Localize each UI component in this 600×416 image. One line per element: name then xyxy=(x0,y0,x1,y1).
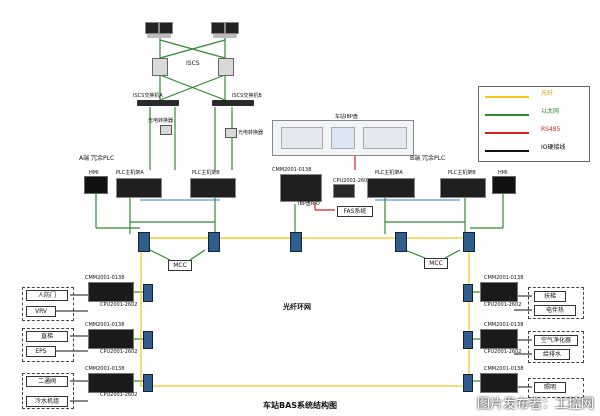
converter-b-label: 光电转换器 xyxy=(238,130,264,136)
right-unit-3-model: CMM2001-0138 xyxy=(484,366,524,372)
iscs-switch-b xyxy=(212,100,254,106)
left-unit-1-model: CMM2001-0138 xyxy=(85,275,125,281)
workstation-right-icon xyxy=(211,22,239,40)
left-unit-1-cpu: CPU2001-2602 xyxy=(100,302,138,308)
mcc-right-box: MCC xyxy=(424,258,448,269)
right-unit-1-device-group xyxy=(528,287,584,319)
ring-switch xyxy=(143,374,153,392)
right-unit-2-dev2: 给排水 xyxy=(534,349,570,360)
left-unit-2-device-group xyxy=(22,328,74,362)
converter-b-icon xyxy=(225,128,237,138)
left-unit-3-model: CMM2001-0138 xyxy=(85,366,125,372)
workstation-left-icon xyxy=(145,22,173,40)
right-unit-1-dev1: 扶梯 xyxy=(534,291,566,302)
iscs-switch-b-label: ISCS交换机B xyxy=(232,93,262,99)
right-unit-2-cpu: CPU2001-2602 xyxy=(484,349,522,355)
converter-a-label: 光电转换器 xyxy=(148,118,174,124)
left-unit-3-dev1: 二通阀 xyxy=(26,376,68,387)
ring-switch xyxy=(463,232,475,252)
right-unit-2-model: CMM2001-0138 xyxy=(484,322,524,328)
plc-a-right-label: PLC主机架A xyxy=(375,170,403,176)
hmi-right-label: HMI xyxy=(498,170,508,176)
right-unit-2-dev1: 空气净化器 xyxy=(534,335,578,346)
right-unit-1-dev2: 电伴热 xyxy=(534,305,576,316)
legend: 光纤 以太网 RS485 IO硬接线 xyxy=(478,86,590,162)
right-unit-3-dev1: 照明 xyxy=(534,382,566,393)
left-unit-2-dev2: EPS xyxy=(26,346,56,357)
legend-item-io: IO硬接线 xyxy=(479,141,589,159)
right-unit-1-cpu: CPU2001-2602 xyxy=(484,302,522,308)
left-unit-2-rack xyxy=(88,329,134,349)
ibp-label: IBP盘RIO xyxy=(298,201,320,207)
left-unit-1-dev1: 人防门 xyxy=(26,290,68,301)
ring-switch xyxy=(143,331,153,349)
ibp-panel xyxy=(272,120,414,156)
ring-switch xyxy=(463,374,473,392)
left-unit-2-cpu: CPU2001-2602 xyxy=(100,349,138,355)
ring-switch xyxy=(395,232,407,252)
a-plc-label: A端 冗余PLC xyxy=(79,155,115,162)
ibp-rack xyxy=(280,174,322,202)
ibp-station-label: 车站IBP盘 xyxy=(335,114,358,120)
ring-switch xyxy=(138,232,150,252)
right-unit-1-rack xyxy=(480,282,518,302)
ibp-cpu-label: CPU2001-2602 xyxy=(333,178,371,184)
ring-switch xyxy=(143,284,153,302)
left-unit-1-dev2: VRV xyxy=(26,306,56,317)
plc-b-left-label: PLC主机架B xyxy=(192,170,220,176)
left-unit-2-dev1: 直梯 xyxy=(26,331,68,342)
fiber-ring-label: 光纤环网 xyxy=(283,303,311,311)
ring-switch xyxy=(463,331,473,349)
plc-rack-a-right xyxy=(367,178,415,198)
right-unit-2-device-group xyxy=(528,331,584,363)
left-unit-2-model: CMM2001-0138 xyxy=(85,322,125,328)
left-unit-3-device-group xyxy=(22,373,74,409)
legend-item-fiber: 光纤 xyxy=(479,87,589,105)
mcc-left-box: MCC xyxy=(168,260,192,271)
b-plc-label: B端 冗余PLC xyxy=(410,155,446,162)
left-unit-1-rack xyxy=(88,282,134,302)
left-unit-1-device-group xyxy=(22,287,74,321)
ibp-model-label: CMM2001-0138 xyxy=(272,167,312,173)
ring-switch xyxy=(463,284,473,302)
legend-item-ethernet: 以太网 xyxy=(479,105,589,123)
plc-rack-b-right xyxy=(440,178,486,198)
right-unit-3-device-group xyxy=(528,378,584,398)
iscs-switch-a xyxy=(137,100,179,106)
diagram-title: 车站BAS系统结构图 xyxy=(262,401,338,410)
plc-rack-b-left xyxy=(190,178,236,198)
converter-a-icon xyxy=(160,125,172,135)
hmi-left-label: HMI xyxy=(89,170,99,176)
legend-item-rs485: RS485 xyxy=(479,123,589,141)
ring-switch xyxy=(208,232,220,252)
left-unit-3-dev2: 冷水机组 xyxy=(26,396,68,407)
plc-b-right-label: PLC主机架B xyxy=(448,170,476,176)
server-left-icon xyxy=(152,58,168,76)
right-unit-3-rack xyxy=(480,373,518,393)
plc-a-left-label: PLC主机架A xyxy=(116,170,144,176)
iscs-label: ISCS xyxy=(186,60,200,67)
right-unit-2-rack xyxy=(480,329,518,349)
plc-rack-a-left xyxy=(116,178,162,198)
hmi-right xyxy=(492,176,516,194)
left-unit-3-rack xyxy=(88,373,134,393)
watermark: 图片发布者：工控网 xyxy=(476,397,594,412)
fas-box: FAS系统 xyxy=(337,206,373,217)
ring-switch xyxy=(290,232,302,252)
iscs-switch-a-label: ISCS交换机A xyxy=(133,93,163,99)
ibp-cpu xyxy=(333,184,355,198)
left-unit-3-cpu: CPU2001-2602 xyxy=(100,392,138,398)
hmi-left xyxy=(84,176,108,194)
server-right-icon xyxy=(218,58,234,76)
right-unit-1-model: CMM2001-0138 xyxy=(484,275,524,281)
